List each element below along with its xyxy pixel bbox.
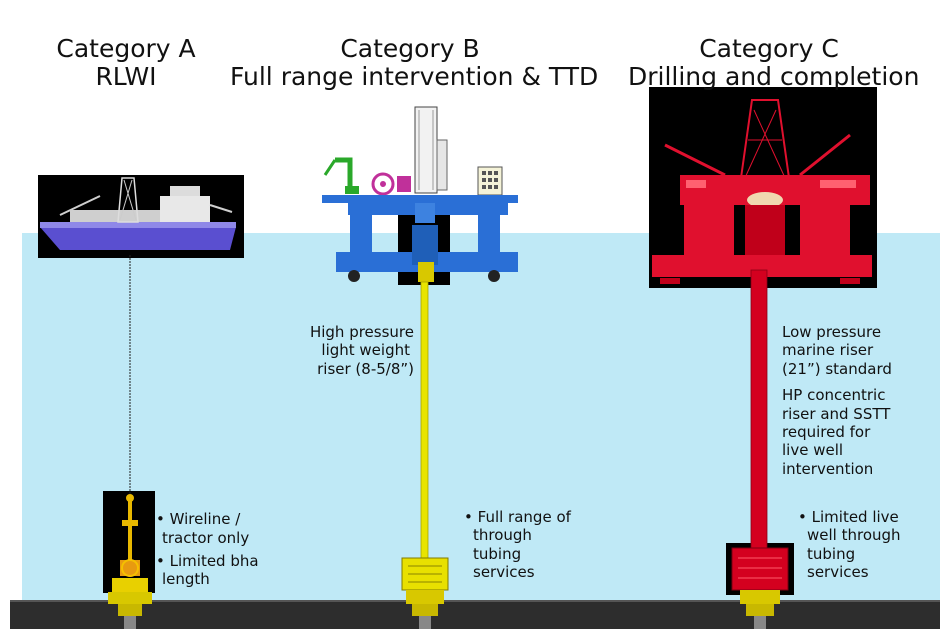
riser-b (420, 281, 429, 561)
cat-c-riser-line8: intervention (782, 460, 874, 478)
cat-c-bullet: Limited live (798, 508, 899, 526)
cat-c-riser-line5: riser and SSTT (782, 405, 891, 423)
cat-b-riser-line2: light weight (321, 341, 410, 359)
category-b-heading: Category B (340, 34, 480, 63)
subsea-stack-b (401, 557, 449, 629)
seabed (10, 602, 940, 629)
cat-a-bullet-wireline: Wireline / (156, 510, 241, 528)
category-a-subheading: RLWI (95, 62, 157, 91)
cat-c-riser-line6: required for (782, 423, 871, 441)
rlwi-vessel (40, 177, 236, 250)
subsea-stack-a (108, 494, 152, 629)
cat-a-bullet-line4: length (162, 570, 210, 588)
cat-a-bullet-line3: Limited bha (169, 552, 259, 570)
cat-c-bullet-line3: tubing (807, 545, 856, 563)
cat-b-riser-line1: High pressure (309, 323, 414, 341)
cat-c-riser-line1: Low pressure (782, 323, 882, 341)
sea-water (22, 233, 940, 603)
drilling-rig-c (652, 99, 872, 284)
cat-b-bullet-line1: Full range of (477, 508, 571, 526)
cat-b-bullet-line3: tubing (473, 545, 522, 563)
cat-b-riser-line3: riser (8-5/8”) (317, 360, 414, 378)
cat-c-riser-line7: live well (782, 441, 844, 459)
intervention-platform-b (322, 106, 518, 282)
category-a-heading: Category A (56, 34, 196, 63)
cat-b-bullet: Full range of (464, 508, 571, 526)
cat-c-riser-line4: HP concentric (782, 386, 886, 404)
subsea-stack-c (731, 547, 789, 629)
category-b-subheading: Full range intervention & TTD (230, 62, 599, 91)
riser-c (750, 269, 768, 556)
cat-b-bullet-line4: services (473, 563, 535, 581)
cat-b-bullet-line2: through (473, 526, 532, 544)
category-c-subheading: Drilling and completion (628, 62, 920, 91)
cat-c-riser-line2: marine riser (782, 341, 874, 359)
cat-a-bullet-line2: tractor only (162, 529, 250, 547)
cat-c-bullet-line4: services (807, 563, 869, 581)
cat-c-riser-line3: (21”) standard (782, 360, 892, 378)
cat-c-bullet-line1: Limited live (811, 508, 899, 526)
category-c-heading: Category C (699, 34, 839, 63)
cat-a-bullet-line1: Wireline / (169, 510, 241, 528)
cat-a-bullet-bha: Limited bha (156, 552, 259, 570)
cat-c-bullet-line2: well through (807, 526, 901, 544)
